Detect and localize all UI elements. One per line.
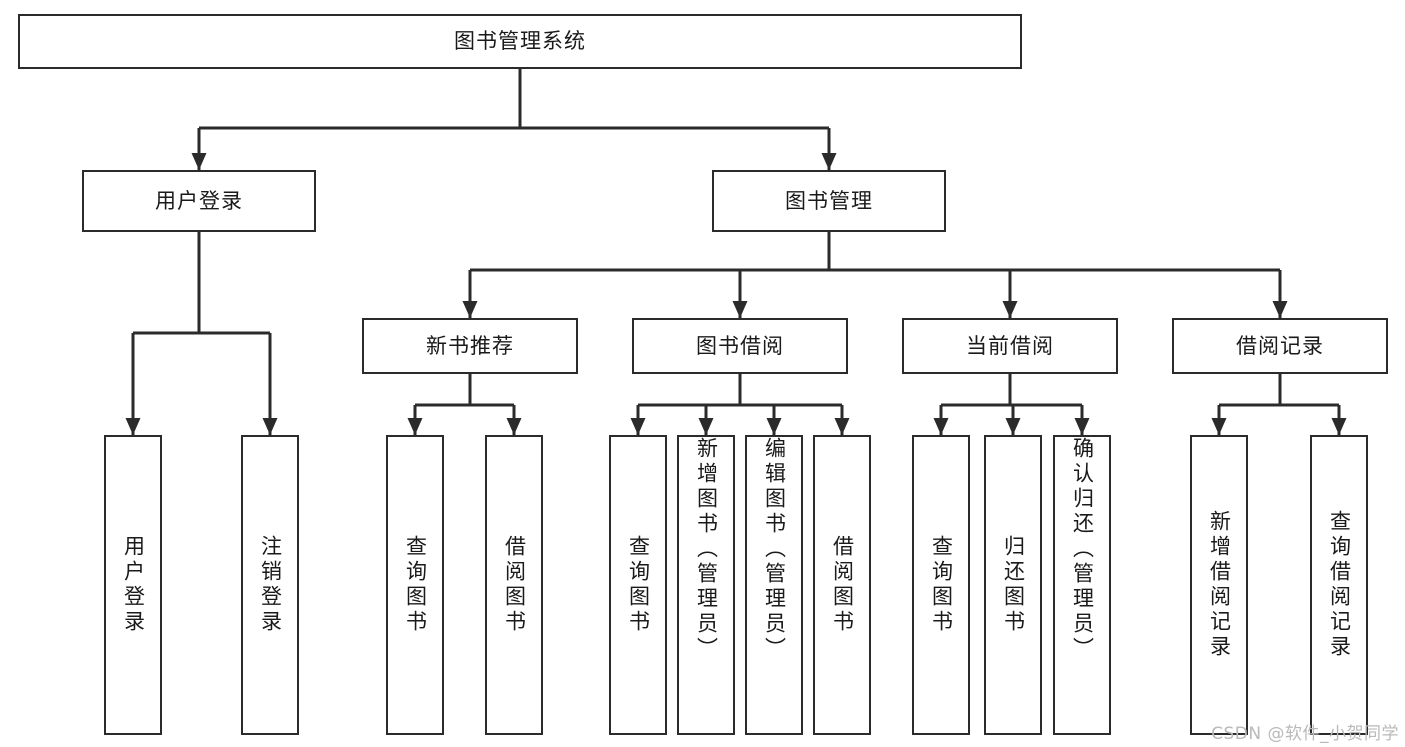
node-box-b2: 新增图书（管理员）: [677, 435, 735, 735]
node-label-login: 用户登录: [155, 188, 243, 213]
node-box-c2: 归还图书: [984, 435, 1042, 735]
arrowhead-icon: [1331, 418, 1347, 435]
node-box-b3: 编辑图书（管理员）: [745, 435, 803, 735]
node-box-b1: 查询图书: [609, 435, 667, 735]
arrowhead-icon: [262, 418, 278, 435]
arrowhead-icon: [630, 418, 646, 435]
node-label-c3: 确认归还（管理员）: [1070, 437, 1095, 662]
node-box-records: 借阅记录: [1172, 318, 1388, 374]
arrowhead-icon: [933, 418, 949, 435]
node-label-current: 当前借阅: [966, 333, 1054, 358]
node-box-l2: 注销登录: [241, 435, 299, 735]
arrowhead-icon: [506, 418, 522, 435]
arrowhead-icon: [407, 418, 423, 435]
arrowhead-icon: [766, 418, 782, 435]
node-label-l1: 用户登录: [121, 535, 146, 635]
arrowhead-icon: [834, 418, 850, 435]
node-label-b4: 借阅图书: [830, 535, 855, 635]
node-box-current: 当前借阅: [902, 318, 1118, 374]
arrowhead-icon: [821, 153, 837, 170]
node-label-l2: 注销登录: [258, 535, 283, 635]
node-box-r1: 新增借阅记录: [1190, 435, 1248, 735]
node-label-b1: 查询图书: [626, 535, 651, 635]
node-box-login: 用户登录: [82, 170, 316, 232]
arrowhead-icon: [462, 301, 478, 318]
node-box-borrow: 图书借阅: [632, 318, 848, 374]
node-box-root: 图书管理系统: [18, 14, 1022, 69]
node-box-r2: 查询借阅记录: [1310, 435, 1368, 735]
arrowhead-icon: [698, 418, 714, 435]
node-label-bookmgmt: 图书管理: [785, 188, 873, 213]
node-label-b3: 编辑图书（管理员）: [762, 437, 787, 662]
node-label-r2: 查询借阅记录: [1327, 510, 1352, 660]
connector-lines: [125, 69, 1347, 435]
arrowhead-icon: [732, 301, 748, 318]
node-label-c2: 归还图书: [1001, 535, 1026, 635]
node-box-b4: 借阅图书: [813, 435, 871, 735]
arrowhead-icon: [191, 153, 207, 170]
node-box-newbook: 新书推荐: [362, 318, 578, 374]
node-box-c3: 确认归还（管理员）: [1053, 435, 1111, 735]
node-label-n2: 借阅图书: [502, 535, 527, 635]
node-label-n1: 查询图书: [403, 535, 428, 635]
node-label-b2: 新增图书（管理员）: [694, 437, 719, 662]
node-box-n1: 查询图书: [386, 435, 444, 735]
arrowhead-icon: [1074, 418, 1090, 435]
arrowhead-icon: [125, 418, 141, 435]
arrowhead-icon: [1272, 301, 1288, 318]
node-box-l1: 用户登录: [104, 435, 162, 735]
arrowhead-icon: [1211, 418, 1227, 435]
node-label-records: 借阅记录: [1236, 333, 1324, 358]
arrowhead-icon: [1005, 418, 1021, 435]
node-box-n2: 借阅图书: [485, 435, 543, 735]
node-label-borrow: 图书借阅: [696, 333, 784, 358]
node-box-bookmgmt: 图书管理: [712, 170, 946, 232]
arrowhead-icon: [1002, 301, 1018, 318]
node-label-root: 图书管理系统: [454, 29, 586, 54]
node-label-newbook: 新书推荐: [426, 333, 514, 358]
node-label-r1: 新增借阅记录: [1207, 510, 1232, 660]
node-label-c1: 查询图书: [929, 535, 954, 635]
node-box-c1: 查询图书: [912, 435, 970, 735]
